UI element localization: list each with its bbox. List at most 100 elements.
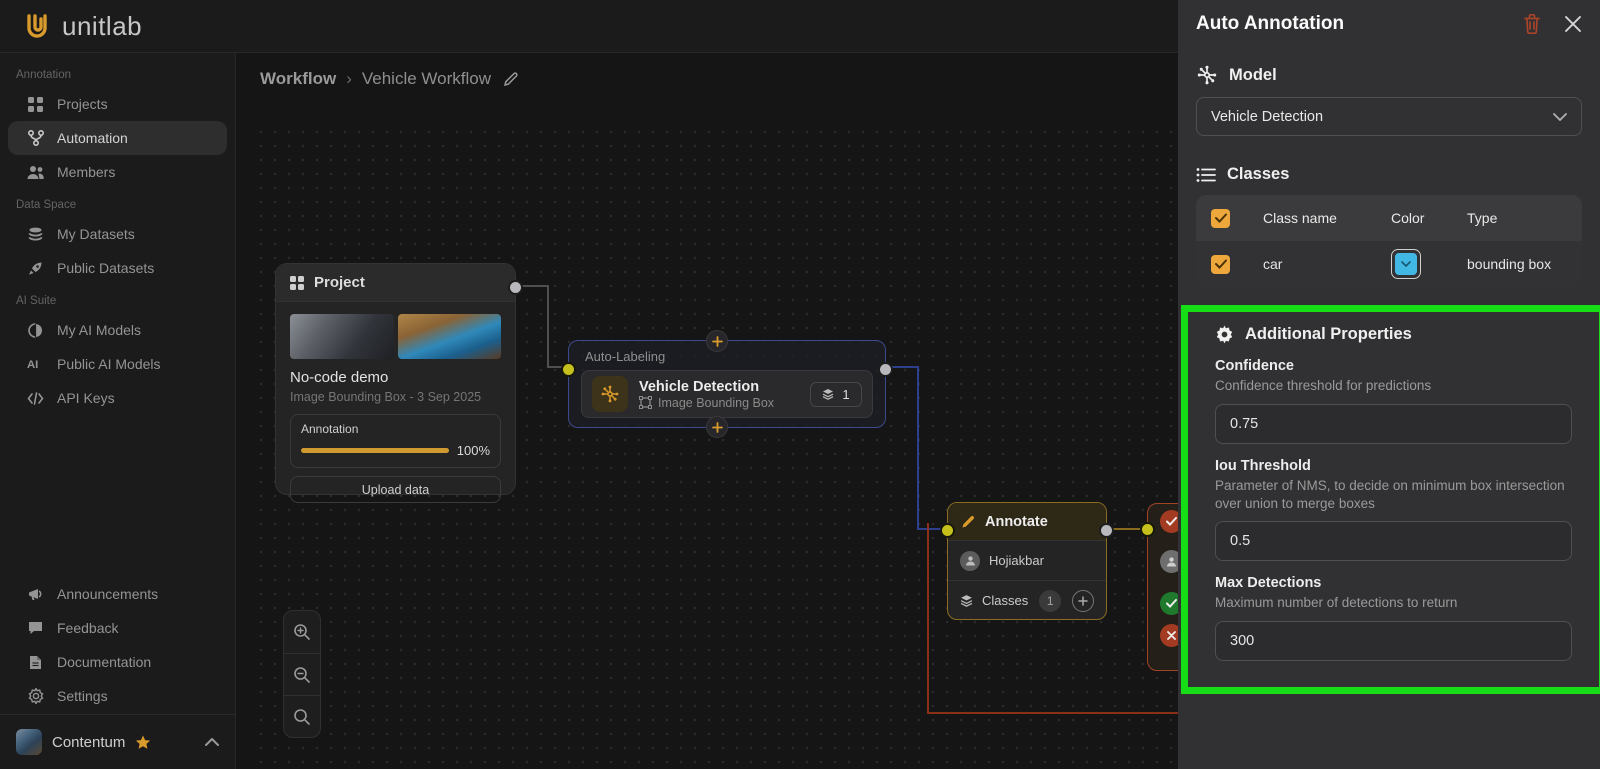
megaphone-icon xyxy=(27,586,44,603)
iou-threshold-input[interactable] xyxy=(1215,521,1572,562)
thumbnail-blue-car xyxy=(397,314,501,359)
model-type: Image Bounding Box xyxy=(658,395,775,410)
sidebar-item-my-ai-models[interactable]: My AI Models xyxy=(0,313,235,347)
trash-icon[interactable] xyxy=(1522,13,1542,35)
model-count-badge: 1 xyxy=(810,381,862,407)
breadcrumb-workflow[interactable]: Workflow xyxy=(260,69,337,88)
sidebar-item-label: Public Datasets xyxy=(57,260,155,276)
sidebar-item-label: Automation xyxy=(57,130,128,146)
add-node-below-button[interactable] xyxy=(706,416,728,438)
annotate-node-title: Annotate xyxy=(985,513,1048,530)
annotate-input-port[interactable] xyxy=(940,523,955,538)
chevron-down-icon xyxy=(1553,112,1567,121)
unitlab-logo-icon xyxy=(22,11,52,41)
unitlab-logo[interactable]: unitlab xyxy=(22,11,142,42)
sidebar-item-public-datasets[interactable]: Public Datasets xyxy=(0,251,235,285)
breadcrumb: Workflow › Vehicle Workflow xyxy=(260,69,519,89)
sidebar-item-feedback[interactable]: Feedback xyxy=(0,611,235,645)
rocket-icon xyxy=(27,260,44,277)
sidebar-item-my-datasets[interactable]: My Datasets xyxy=(0,217,235,251)
project-node-title: Project xyxy=(314,274,365,291)
brain-icon xyxy=(27,322,44,339)
auto-labeling-output-port[interactable] xyxy=(878,362,893,377)
additional-properties-heading: Additional Properties xyxy=(1245,325,1412,343)
person-icon xyxy=(960,550,980,571)
class-row-car[interactable]: car bounding box xyxy=(1196,241,1582,287)
bounding-box-icon xyxy=(639,396,652,409)
project-output-port[interactable] xyxy=(508,280,523,295)
class-checkbox[interactable] xyxy=(1211,254,1230,274)
branch-icon xyxy=(27,130,44,147)
classes-heading: Classes xyxy=(1227,165,1290,183)
close-icon[interactable] xyxy=(1564,15,1582,33)
brand-name: unitlab xyxy=(62,10,143,41)
sidebar-item-public-ai-models[interactable]: AI Public AI Models xyxy=(0,347,235,381)
classes-table: Class name Color Type car bounding box xyxy=(1196,195,1582,287)
sidebar-item-documentation[interactable]: Documentation xyxy=(0,645,235,679)
auto-labeling-node[interactable]: Auto-Labeling Vehicle Detection Image Bo… xyxy=(561,330,893,438)
code-icon xyxy=(27,390,44,407)
reject-icon[interactable] xyxy=(1160,624,1183,647)
sidebar-item-label: Feedback xyxy=(57,620,119,636)
sidebar-item-label: Members xyxy=(57,164,116,180)
reviewer-avatar-icon xyxy=(1160,550,1183,573)
classes-label: Classes xyxy=(982,593,1029,608)
sidebar-item-settings[interactable]: Settings xyxy=(0,679,235,713)
class-color-picker[interactable] xyxy=(1391,249,1421,279)
layers-icon xyxy=(960,594,973,607)
confidence-input[interactable] xyxy=(1215,403,1572,444)
edit-pencil-icon[interactable] xyxy=(503,71,519,87)
max-detections-label: Max Detections xyxy=(1215,575,1322,592)
project-node[interactable]: Project No-code demo Image Bounding Box … xyxy=(275,263,523,503)
annotation-progress-card: Annotation 100% xyxy=(290,414,501,468)
classes-count-badge: 1 xyxy=(1039,589,1062,612)
model-select[interactable]: Vehicle Detection xyxy=(1196,97,1582,136)
document-icon xyxy=(27,654,44,671)
grid-icon xyxy=(290,275,304,290)
annotate-node[interactable]: Annotate Hojiakbar Classes 1 xyxy=(940,502,1114,620)
review-input-port[interactable] xyxy=(1140,522,1155,537)
select-all-checkbox[interactable] xyxy=(1211,208,1230,228)
model-heading: Model xyxy=(1229,65,1277,84)
model-name: Vehicle Detection xyxy=(639,378,760,395)
iou-threshold-label: Iou Threshold xyxy=(1215,457,1311,474)
classes-row[interactable]: Classes 1 xyxy=(948,580,1106,620)
add-class-button[interactable] xyxy=(1072,589,1094,612)
sidebar-item-members[interactable]: Members xyxy=(0,155,235,189)
sidebar-item-label: Documentation xyxy=(57,654,152,670)
approve-icon[interactable] xyxy=(1160,592,1183,615)
gear-icon xyxy=(1215,325,1234,344)
assignee-row[interactable]: Hojiakbar xyxy=(948,540,1106,580)
max-detections-description: Maximum number of detections to return xyxy=(1215,595,1458,611)
sidebar-item-label: API Keys xyxy=(57,390,115,406)
chat-icon xyxy=(27,620,44,637)
zoom-reset-button[interactable] xyxy=(284,695,320,737)
confidence-description: Confidence threshold for predictions xyxy=(1215,378,1432,393)
model-selected-value: Vehicle Detection xyxy=(1211,108,1324,125)
sidebar-item-automation[interactable]: Automation xyxy=(8,121,227,155)
iou-threshold-description: Parameter of NMS, to decide on minimum b… xyxy=(1215,477,1565,511)
sidebar-item-projects[interactable]: Projects xyxy=(0,87,235,121)
additional-properties-highlight: Additional Properties Confidence Confide… xyxy=(1181,305,1600,695)
project-meta: Image Bounding Box - 3 Sep 2025 xyxy=(290,390,482,404)
model-card[interactable]: Vehicle Detection Image Bounding Box 1 xyxy=(581,370,873,418)
column-type: Type xyxy=(1467,210,1498,226)
zoom-out-button[interactable] xyxy=(284,653,320,695)
sidebar: Annotation Projects Automation Members xyxy=(0,53,236,769)
annotate-output-port[interactable] xyxy=(1099,523,1114,538)
list-icon xyxy=(1196,167,1216,183)
additional-properties-header: Additional Properties xyxy=(1215,325,1572,344)
zoom-in-button[interactable] xyxy=(284,611,320,653)
workflow-canvas[interactable]: Workflow › Vehicle Workflow Project xyxy=(236,53,1257,769)
panel-title: Auto Annotation xyxy=(1196,13,1345,34)
upload-data-button[interactable]: Upload data xyxy=(290,476,501,503)
sidebar-item-announcements[interactable]: Announcements xyxy=(0,577,235,611)
sidebar-item-api-keys[interactable]: API Keys xyxy=(0,381,235,415)
people-icon xyxy=(27,164,44,181)
auto-labeling-input-port[interactable] xyxy=(561,362,576,377)
class-color-swatch xyxy=(1395,253,1417,275)
layers-icon xyxy=(823,389,834,400)
user-menu[interactable]: Contentum xyxy=(0,714,235,769)
max-detections-input[interactable] xyxy=(1215,621,1572,662)
add-node-above-button[interactable] xyxy=(706,330,728,352)
